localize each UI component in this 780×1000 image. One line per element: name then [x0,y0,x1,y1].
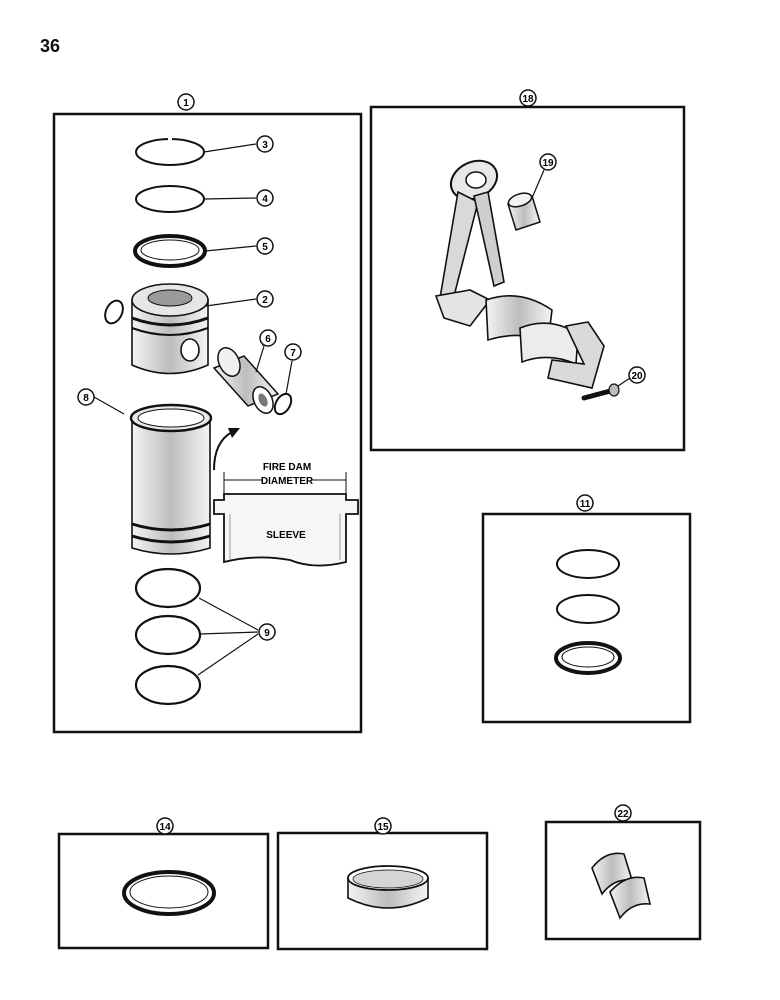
ring-set-second-ring [556,594,620,624]
svg-text:19: 19 [542,158,554,169]
ring-set-oil-ring [554,641,622,675]
cylinder-sleeve [93,396,213,555]
piston [131,283,257,375]
sleeve-label: SLEEVE [266,530,306,541]
callout-19: 19 [539,153,557,171]
detail-arrow [213,428,240,471]
piston-pin [212,344,280,414]
panel-14-seal-ring: 14 [57,817,270,950]
svg-text:3: 3 [262,140,268,151]
svg-text:15: 15 [377,822,389,833]
page-number: 36 [40,36,61,56]
callout-20: 20 [628,366,646,384]
piston-ring-top [135,138,257,166]
connecting-rod [434,159,605,389]
connecting-rod-bolt [581,377,631,401]
callout-11: 11 [576,494,594,512]
svg-text:8: 8 [83,393,89,404]
callout-4: 4 [256,189,274,207]
panel-1-piston-sleeve-kit: 1 3 4 [52,93,363,734]
seal-ring [122,870,216,916]
panel-22-main-bearings: 22 [544,804,702,941]
piston-pin-retainer-right [273,360,293,416]
panel-15-sleeve-band: 15 [276,817,489,951]
svg-text:4: 4 [262,194,268,205]
sleeve-o-rings [134,567,259,706]
fire-dam-label-line2: DIAMETER [261,476,314,487]
fire-dam-label-line1: FIRE DAM [263,462,311,473]
callout-6: 6 [259,329,277,347]
callout-5: 5 [256,237,274,255]
callout-3: 3 [256,135,274,153]
panel-11-piston-ring-set: 11 [481,494,692,724]
svg-text:22: 22 [617,809,629,820]
piston-pin-retainer-left [104,299,124,325]
svg-text:9: 9 [264,628,270,639]
callout-18: 18 [519,89,537,107]
bearing-shells [591,852,652,920]
callout-9: 9 [258,623,276,641]
svg-text:20: 20 [631,371,643,382]
callout-8: 8 [77,388,95,406]
callout-15: 15 [374,817,392,835]
callout-2: 2 [256,290,274,308]
callout-14: 14 [156,817,174,835]
svg-text:1: 1 [183,98,189,109]
panel-18-connecting-rod: 18 19 [369,89,686,452]
callout-22: 22 [614,804,632,822]
svg-text:18: 18 [522,94,534,105]
piston-ring-second [135,185,257,213]
oil-control-ring [133,234,257,268]
svg-text:14: 14 [159,822,171,833]
svg-text:2: 2 [262,295,268,306]
svg-text:7: 7 [290,348,296,359]
callout-1: 1 [177,93,195,111]
svg-text:6: 6 [265,334,271,345]
sleeve-fire-dam-detail: FIRE DAM DIAMETER SLEEVE [213,462,359,567]
ring-set-top-ring [556,549,620,579]
svg-text:5: 5 [262,242,268,253]
sleeve-band [347,865,429,909]
callout-7: 7 [284,343,302,361]
svg-text:11: 11 [580,499,591,510]
piston-pin-bushing [507,169,545,231]
